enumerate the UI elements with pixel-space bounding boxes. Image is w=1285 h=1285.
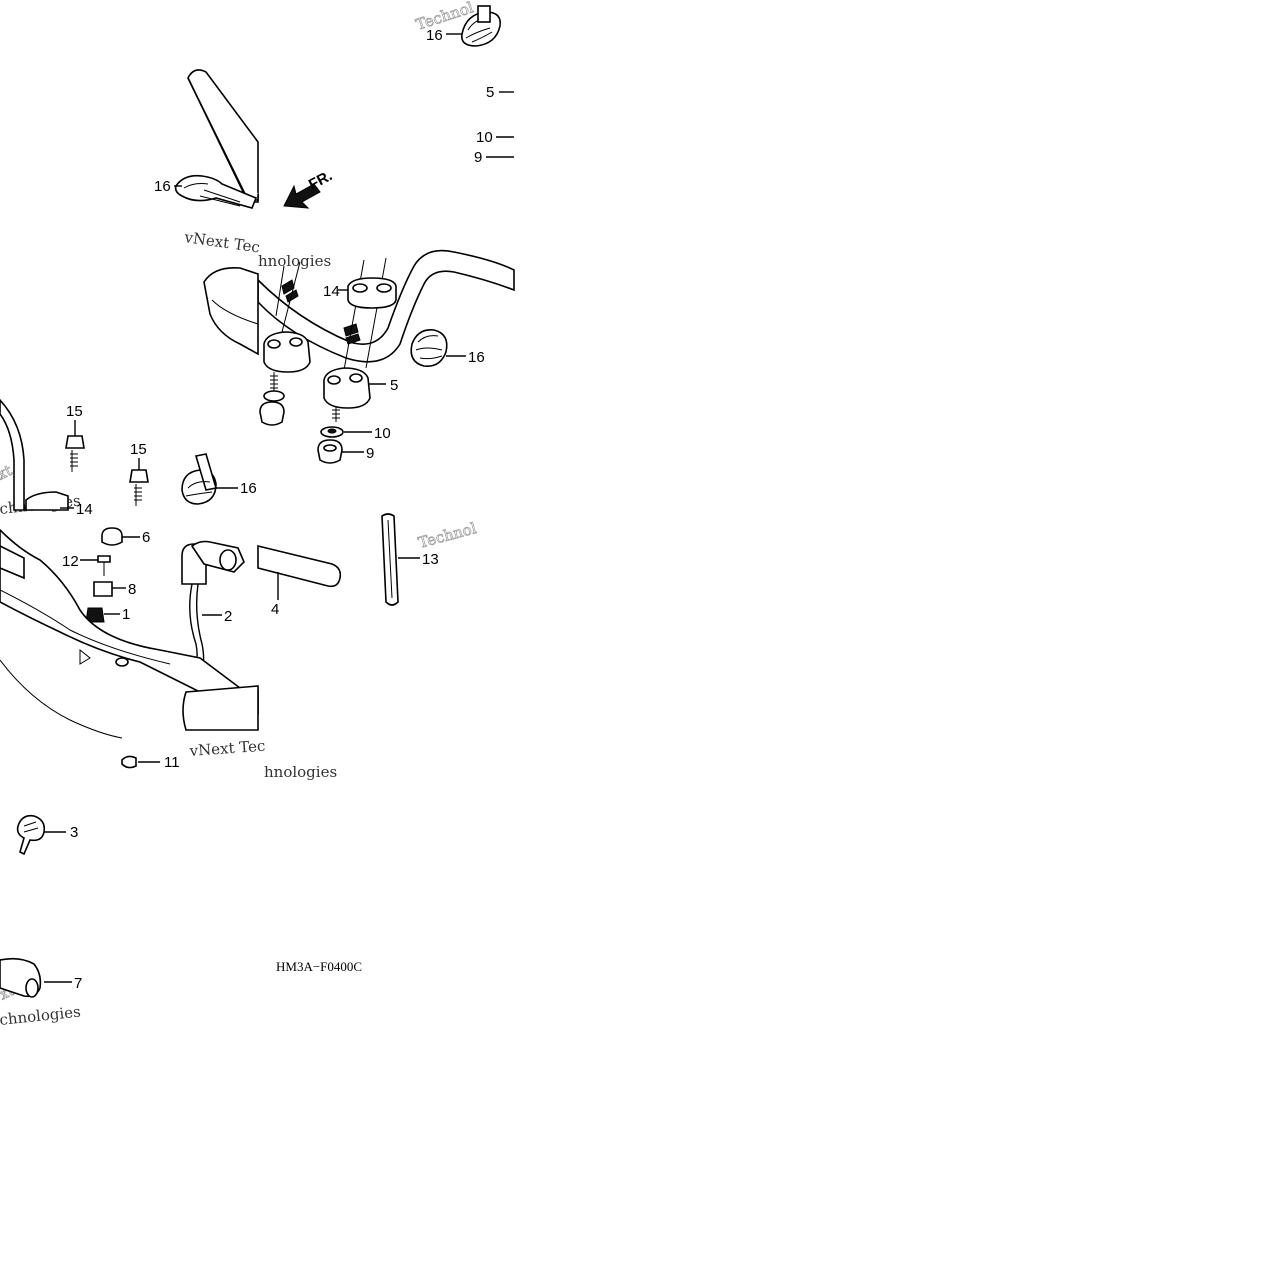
callout-4: 4 bbox=[271, 601, 279, 618]
callout-10: 10 bbox=[374, 425, 391, 442]
callout-16: 16 bbox=[468, 349, 485, 366]
watermark-text: vNext Tec bbox=[182, 228, 261, 257]
watermark-text: Technol bbox=[416, 519, 478, 552]
clip-16-left bbox=[174, 174, 258, 209]
callout-3: 3 bbox=[70, 824, 78, 841]
handlebar-cover bbox=[0, 528, 259, 739]
callout-5: 5 bbox=[486, 84, 494, 101]
callout-7: 7 bbox=[74, 975, 82, 992]
bolt-15-a bbox=[65, 420, 85, 472]
screw-11 bbox=[121, 755, 160, 769]
lower-holder-5 bbox=[323, 367, 386, 422]
watermark-text: hnologies bbox=[258, 252, 331, 270]
cap-6 bbox=[101, 527, 140, 546]
hose-13 bbox=[381, 513, 420, 606]
callout-12: 12 bbox=[62, 553, 79, 570]
watermark-text: hnologies bbox=[264, 763, 337, 781]
collar-8 bbox=[93, 581, 126, 597]
callout-16: 16 bbox=[154, 178, 171, 195]
clip-16-low bbox=[181, 453, 238, 505]
callout-10: 10 bbox=[476, 129, 493, 146]
handlebar-end-lower bbox=[0, 398, 25, 511]
callout-14: 14 bbox=[76, 501, 93, 518]
callout-11: 11 bbox=[164, 754, 180, 771]
upper-cover-left bbox=[203, 266, 259, 356]
clip-16-mid bbox=[410, 328, 466, 368]
callout-6: 6 bbox=[142, 529, 150, 546]
callout-5: 5 bbox=[390, 377, 398, 394]
callout-15: 15 bbox=[66, 403, 83, 420]
watermark-text: vNext Tec bbox=[188, 737, 266, 760]
callout-8: 8 bbox=[128, 581, 136, 598]
nut-9 bbox=[317, 439, 364, 464]
callout-1: 1 bbox=[122, 606, 130, 623]
upper-holder-14 bbox=[338, 277, 397, 309]
handlebar-middle bbox=[257, 249, 515, 371]
grip-rubber-4 bbox=[257, 544, 342, 600]
clip-16-top bbox=[446, 5, 502, 47]
key-3 bbox=[16, 814, 66, 856]
callout-16: 16 bbox=[426, 27, 443, 44]
callout-14: 14 bbox=[323, 283, 340, 300]
watermark-text: xt bbox=[0, 461, 15, 483]
bolt-15-b bbox=[129, 458, 149, 506]
callout-16: 16 bbox=[240, 480, 257, 497]
callout-9: 9 bbox=[366, 445, 374, 462]
lower-holder-14 bbox=[25, 491, 74, 511]
watermark-text: chnologies bbox=[0, 1003, 82, 1029]
callout-13: 13 bbox=[422, 551, 439, 568]
grip-end-7 bbox=[0, 957, 72, 998]
grommet-1 bbox=[85, 607, 120, 623]
handlebar-end-upper bbox=[187, 69, 259, 203]
callout-15: 15 bbox=[130, 441, 147, 458]
callout-2: 2 bbox=[224, 608, 232, 625]
callout-9: 9 bbox=[474, 149, 482, 166]
lower-holder-left bbox=[259, 331, 311, 426]
bolt-12 bbox=[80, 555, 111, 576]
diagram-code: HM3A−F0400C bbox=[276, 959, 362, 974]
washer-10 bbox=[320, 426, 372, 438]
front-direction-arrow-icon bbox=[283, 183, 321, 209]
